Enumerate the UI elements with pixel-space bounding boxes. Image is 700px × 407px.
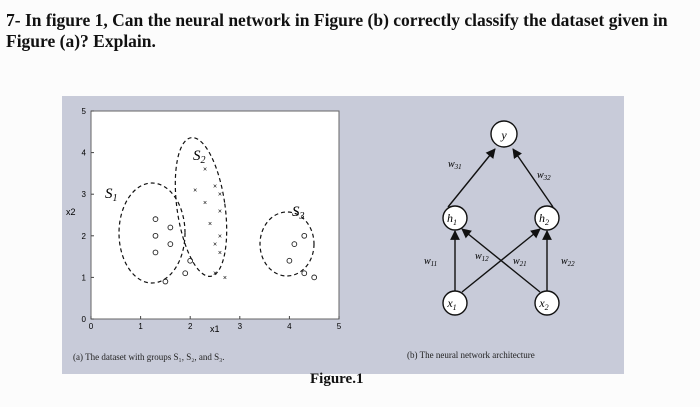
y-tick-label: 5 <box>82 107 87 116</box>
data-point-s3 <box>301 270 308 277</box>
data-point-s3 <box>291 241 298 247</box>
x-tick-label: 3 <box>238 322 243 331</box>
data-point-s1 <box>152 216 159 223</box>
data-point-s1 <box>167 224 174 231</box>
data-point-s2: × <box>223 275 227 282</box>
node-x2-label: x2 <box>538 296 548 312</box>
edge-h2-y <box>512 148 554 208</box>
group-label-s3: S3 <box>292 204 305 222</box>
data-point-s3 <box>286 257 293 264</box>
caption-b: (b) The neural network architecture <box>407 350 535 360</box>
question-text: 7- In figure 1, Can the neural network i… <box>6 10 668 51</box>
node-y <box>490 120 518 148</box>
node-x2 <box>534 290 560 316</box>
weight-w11: w11 <box>424 256 437 268</box>
y-tick-label: 0 <box>82 315 87 324</box>
data-point-s2: × <box>218 250 222 257</box>
network-diagram: y h1 h2 x1 x2 w31 w32 w11 w12 w21 w22 <box>424 120 575 316</box>
x-tick-label: 1 <box>138 322 143 331</box>
group-boundary-s2 <box>174 137 228 277</box>
data-point-s1 <box>187 257 194 264</box>
group-label-s1: S1 <box>105 186 118 204</box>
data-point-s2: × <box>218 192 222 199</box>
edge-x2-h1 <box>461 228 541 293</box>
node-h1 <box>442 205 468 231</box>
data-point-s1 <box>152 232 159 239</box>
weight-w12: w12 <box>475 251 489 263</box>
data-point-s2: × <box>213 183 217 190</box>
x-tick-label: 5 <box>337 322 342 331</box>
group-boundary-s3 <box>259 211 315 277</box>
group-boundary-s1 <box>118 182 186 284</box>
figure-title: Figure.1 <box>310 371 364 387</box>
data-point-s2: × <box>218 233 222 240</box>
node-h2 <box>534 205 560 231</box>
data-point-s2: × <box>193 188 197 195</box>
x-tick-label: 0 <box>89 322 94 331</box>
weight-w32: w32 <box>537 170 551 182</box>
data-point-s3 <box>311 274 318 281</box>
node-h2-label: h2 <box>539 211 549 227</box>
data-point-s1 <box>167 241 174 247</box>
caption-a: (a) The dataset with groups S₁, S₂, and … <box>73 352 225 362</box>
data-point-s3 <box>301 232 308 239</box>
y-tick-label: 1 <box>82 273 87 282</box>
x-axis-label: x1 <box>210 324 220 334</box>
x-tick-label: 2 <box>188 322 193 331</box>
data-point-s1 <box>152 249 159 256</box>
y-tick-label: 4 <box>82 149 87 158</box>
node-h1-label: h1 <box>447 211 457 227</box>
data-point-s1 <box>182 270 189 277</box>
edge-h1-y <box>447 148 496 208</box>
node-y-label: y <box>500 128 507 142</box>
data-point-s2: × <box>203 167 207 174</box>
y-tick-label: 3 <box>82 190 87 199</box>
weight-w22: w22 <box>561 256 575 268</box>
y-tick-label: 2 <box>82 232 87 241</box>
data-point-s2: × <box>213 242 217 249</box>
x-tick-label: 4 <box>287 322 292 331</box>
group-label-s2: S2 <box>193 148 206 166</box>
data-point-s2: × <box>208 221 212 228</box>
data-point-s2: × <box>218 208 222 215</box>
node-x1-label: x1 <box>446 296 456 312</box>
weight-w21: w21 <box>513 256 527 268</box>
data-point-s2: × <box>203 200 207 207</box>
weight-w31: w31 <box>448 159 462 171</box>
node-x1 <box>442 290 468 316</box>
y-axis-label: x2 <box>66 207 76 217</box>
